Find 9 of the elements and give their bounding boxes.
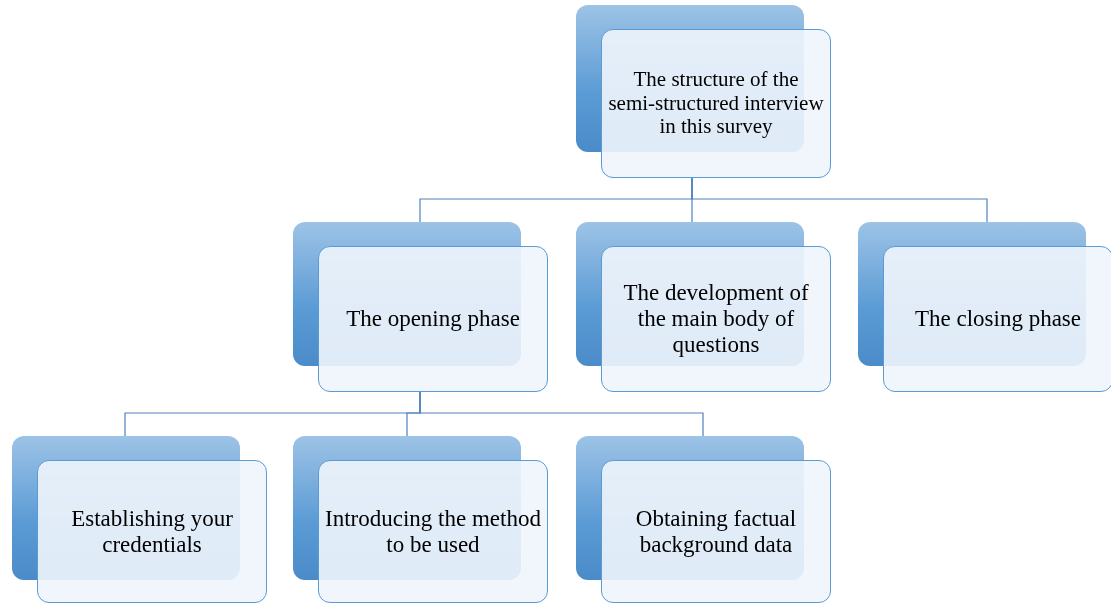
box-label: Introducing the method to be used: [325, 505, 541, 558]
box-label: The closing phase: [914, 306, 1082, 332]
box-label: The development of the main body of questions: [622, 280, 810, 358]
box-label: Establishing your credentials: [70, 505, 234, 558]
box-label: Obtaining factual background data: [634, 505, 798, 558]
connector-line: [419, 391, 704, 437]
connector-line: [691, 177, 988, 223]
box-label: The opening phase: [346, 306, 520, 332]
box-label: The structure of the semi-structured interview in this survey: [608, 68, 824, 139]
